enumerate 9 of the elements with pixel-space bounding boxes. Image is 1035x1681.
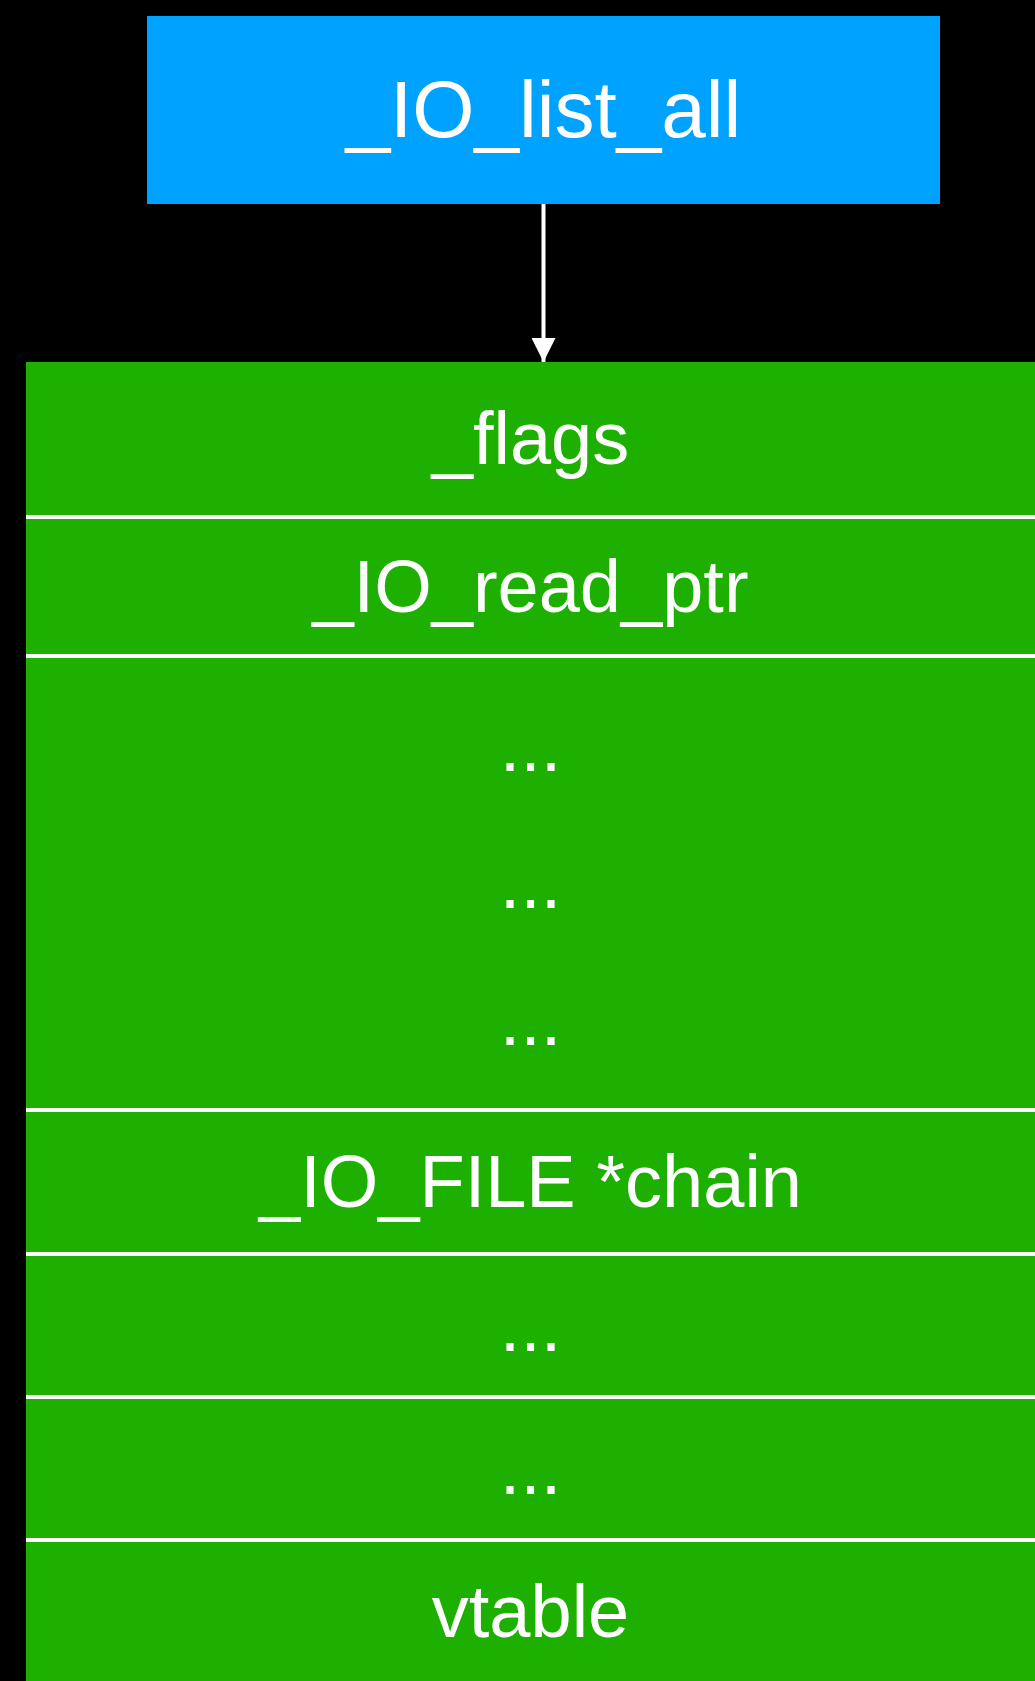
field-label: ...: [499, 1431, 562, 1506]
struct-box: [26, 362, 1035, 1681]
field-label: ...: [499, 846, 562, 920]
field-label: ...: [499, 709, 562, 784]
arrow: [531, 204, 556, 362]
field-label: ...: [499, 982, 562, 1057]
field-label: vtable: [431, 1574, 630, 1649]
field-label: ...: [499, 1288, 562, 1363]
pointer-box: [147, 16, 940, 204]
